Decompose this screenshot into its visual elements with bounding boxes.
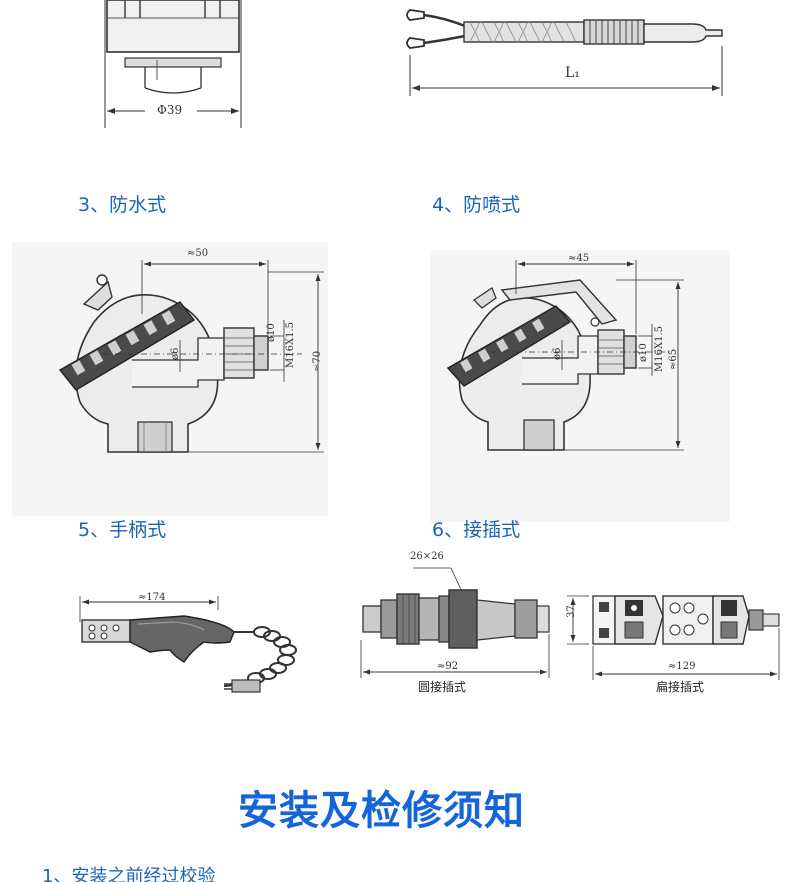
waterproof-dim-height: ≈70 — [312, 350, 323, 372]
splashproof-dim-bore: ø6 — [552, 347, 563, 360]
splashproof-dim-thread: M16X1.5 — [654, 326, 665, 372]
splashproof-dim-width: ≈45 — [568, 253, 590, 264]
notice-item-1: 1、安装之前经过校验 — [42, 866, 216, 882]
splashproof-head-drawing — [430, 250, 730, 522]
round-plug-dim-length: ≈92 — [437, 661, 459, 672]
round-plug-drawing — [355, 560, 555, 682]
caption-splashproof: 4、防喷式 — [432, 194, 521, 216]
notice-title: 安装及检修须知 — [238, 788, 525, 834]
round-plug-dim-top: 26×26 — [410, 551, 444, 562]
waterproof-dim-bore: ø6 — [170, 347, 181, 360]
top-left-drawing — [95, 0, 255, 135]
waterproof-dim-thread: M16X1.5 — [285, 322, 296, 368]
caption-handle-type: 5、手柄式 — [78, 519, 167, 541]
flat-plug-dim-height: 37 — [566, 605, 577, 618]
handle-type-drawing — [74, 590, 324, 698]
flat-plug-label: 扁接插式 — [656, 680, 705, 694]
splashproof-dim-inner: ø10 — [638, 343, 649, 362]
caption-waterproof: 3、防水式 — [78, 194, 167, 216]
flat-plug-dim-length: ≈129 — [668, 661, 696, 672]
top-right-drawing — [400, 0, 730, 100]
top-right-dim: L₁ — [565, 65, 580, 81]
splashproof-dim-height: ≈65 — [668, 348, 679, 370]
caption-plug-type: 6、接插式 — [432, 519, 521, 541]
top-left-dim: Φ39 — [157, 103, 183, 117]
handle-dim-length: ≈174 — [138, 592, 166, 603]
flat-plug-drawing — [563, 588, 788, 683]
waterproof-head-drawing — [12, 242, 328, 516]
round-plug-label: 圆接插式 — [418, 680, 467, 694]
waterproof-dim-width: ≈50 — [187, 248, 209, 259]
waterproof-dim-inner: ø10 — [266, 323, 277, 342]
